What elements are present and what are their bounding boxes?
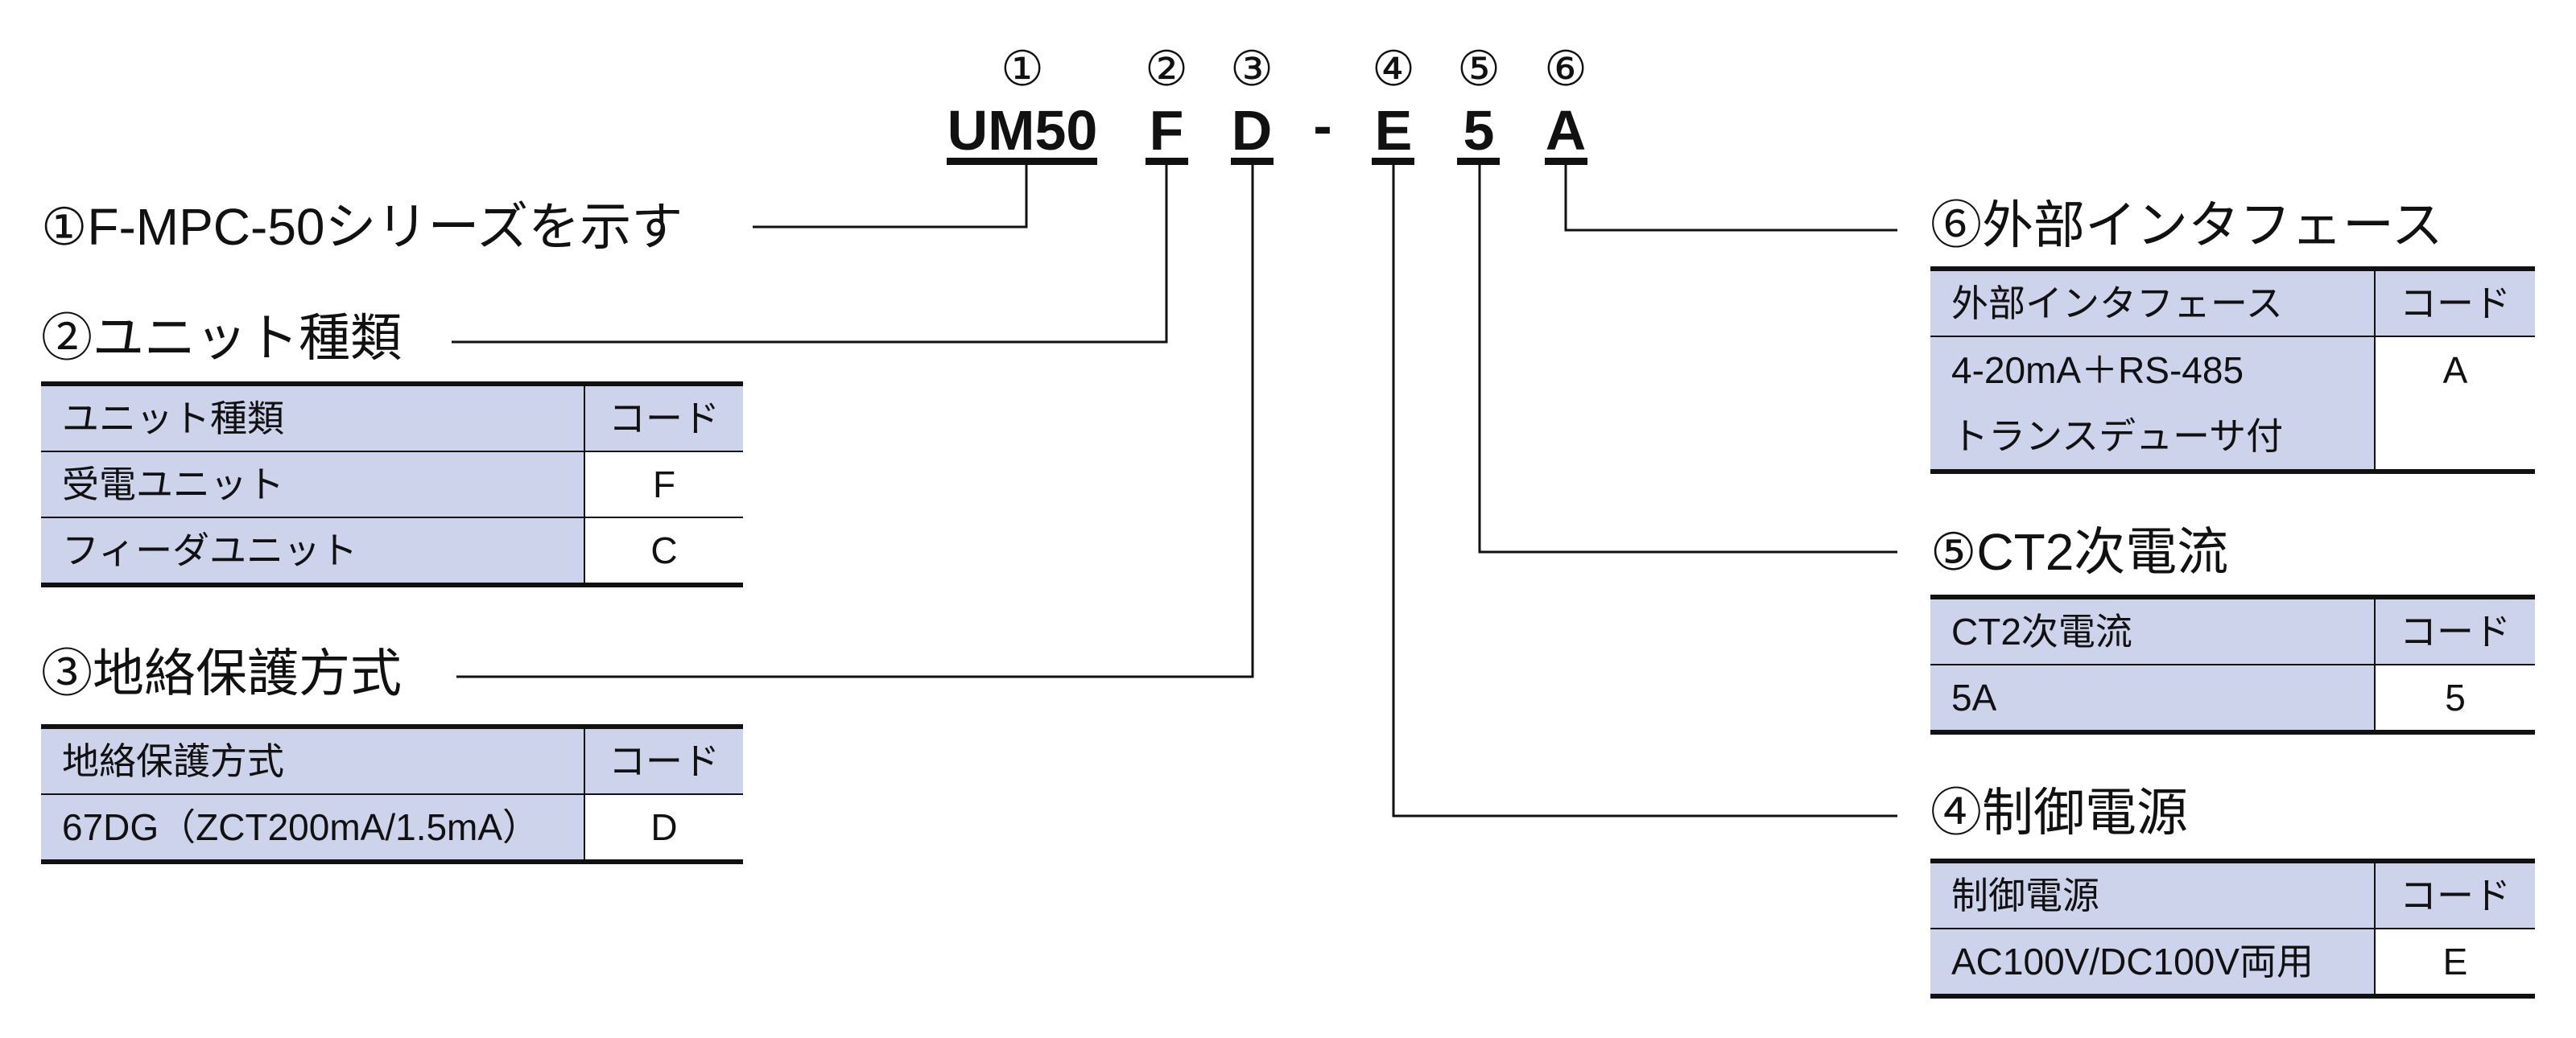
position-number-6: ⑥ (1544, 41, 1587, 97)
row-code: F (585, 452, 743, 517)
row-code: 5 (2376, 665, 2535, 730)
leader-line-unit-type (452, 165, 1168, 344)
table-row: フィーダユニット C (41, 518, 743, 583)
table-row: 受電ユニット F (41, 452, 743, 518)
column-header-name: 外部インタフェース (1930, 271, 2376, 336)
position-number-2: ② (1145, 41, 1188, 97)
external-interface-label: ⑥外部インタフェース (1930, 196, 2443, 254)
model-code-ct-current: 5 (1463, 99, 1495, 162)
column-header-code: コード (2376, 599, 2535, 664)
underline-ct-current (1457, 158, 1500, 165)
position-number-5: ⑤ (1457, 41, 1501, 97)
row-name-line-2: トランスデューサ付 (1951, 415, 2284, 457)
model-code-separator: - (1313, 94, 1332, 157)
column-header-code: コード (585, 729, 743, 793)
ct-current-label: ⑤CT2次電流 (1930, 523, 2229, 581)
unit-type-table: ユニット種類 コード 受電ユニット F フィーダユニット C (41, 381, 743, 587)
model-code-control-power: E (1374, 99, 1413, 162)
column-header-code: コード (2376, 863, 2535, 928)
model-code-external-interface: A (1545, 99, 1587, 162)
row-name: AC100V/DC100V両用 (1930, 929, 2376, 994)
row-name: フィーダユニット (41, 518, 585, 583)
leader-line-ct-current (1478, 165, 1897, 554)
table-header-row: CT2次電流 コード (1930, 599, 2535, 665)
position-number-4: ④ (1372, 41, 1415, 97)
column-header-name: 地絡保護方式 (41, 729, 585, 793)
table-header-row: ユニット種類 コード (41, 386, 743, 452)
table-row: 67DG（ZCT200mA/1.5mA） D (41, 795, 743, 859)
series-label: ①F-MPC-50シリーズを示す (41, 198, 683, 256)
row-code: D (585, 795, 743, 859)
external-interface-table: 外部インタフェース コード 4-20mA＋RS-485 トランスデューサ付 A (1930, 266, 2535, 474)
underline-ground-fault (1231, 158, 1274, 165)
model-code-series: UM50 (947, 99, 1098, 162)
underline-unit-type (1146, 158, 1188, 165)
underline-external-interface (1545, 158, 1587, 165)
row-code: E (2376, 929, 2535, 994)
underline-series (947, 158, 1097, 165)
column-header-name: CT2次電流 (1930, 599, 2376, 664)
control-power-table: 制御電源 コード AC100V/DC100V両用 E (1930, 859, 2535, 999)
position-number-1: ① (1001, 41, 1044, 97)
leader-line-series (753, 165, 1028, 229)
row-name: 5A (1930, 665, 2376, 730)
model-code-unit-type: F (1149, 99, 1184, 162)
ground-fault-label: ③地絡保護方式 (41, 645, 402, 702)
ground-fault-table: 地絡保護方式 コード 67DG（ZCT200mA/1.5mA） D (41, 724, 743, 864)
table-row: AC100V/DC100V両用 E (1930, 929, 2535, 994)
model-code-ground-fault: D (1231, 99, 1273, 162)
row-code: C (585, 518, 743, 583)
leader-line-ground-fault (456, 165, 1254, 678)
leader-line-external-interface (1564, 165, 1897, 232)
row-code: A (2376, 337, 2535, 469)
underline-control-power (1372, 158, 1414, 165)
column-header-name: 制御電源 (1930, 863, 2376, 928)
leader-line-control-power (1392, 165, 1897, 818)
table-header-row: 外部インタフェース コード (1930, 271, 2535, 337)
row-name-line-1: 4-20mA＋RS-485 (1951, 349, 2244, 391)
column-header-name: ユニット種類 (41, 386, 585, 451)
row-name: 4-20mA＋RS-485 トランスデューサ付 (1930, 337, 2376, 469)
ct-current-table: CT2次電流 コード 5A 5 (1930, 595, 2535, 735)
unit-type-label: ②ユニット種類 (41, 309, 402, 367)
column-header-code: コード (2376, 271, 2535, 336)
row-name: 受電ユニット (41, 452, 585, 517)
table-row: 4-20mA＋RS-485 トランスデューサ付 A (1930, 337, 2535, 469)
row-name: 67DG（ZCT200mA/1.5mA） (41, 795, 585, 859)
table-header-row: 制御電源 コード (1930, 863, 2535, 929)
control-power-label: ④制御電源 (1930, 784, 2188, 842)
position-number-3: ③ (1230, 41, 1274, 97)
table-header-row: 地絡保護方式 コード (41, 729, 743, 795)
table-row: 5A 5 (1930, 665, 2535, 730)
column-header-code: コード (585, 386, 743, 451)
